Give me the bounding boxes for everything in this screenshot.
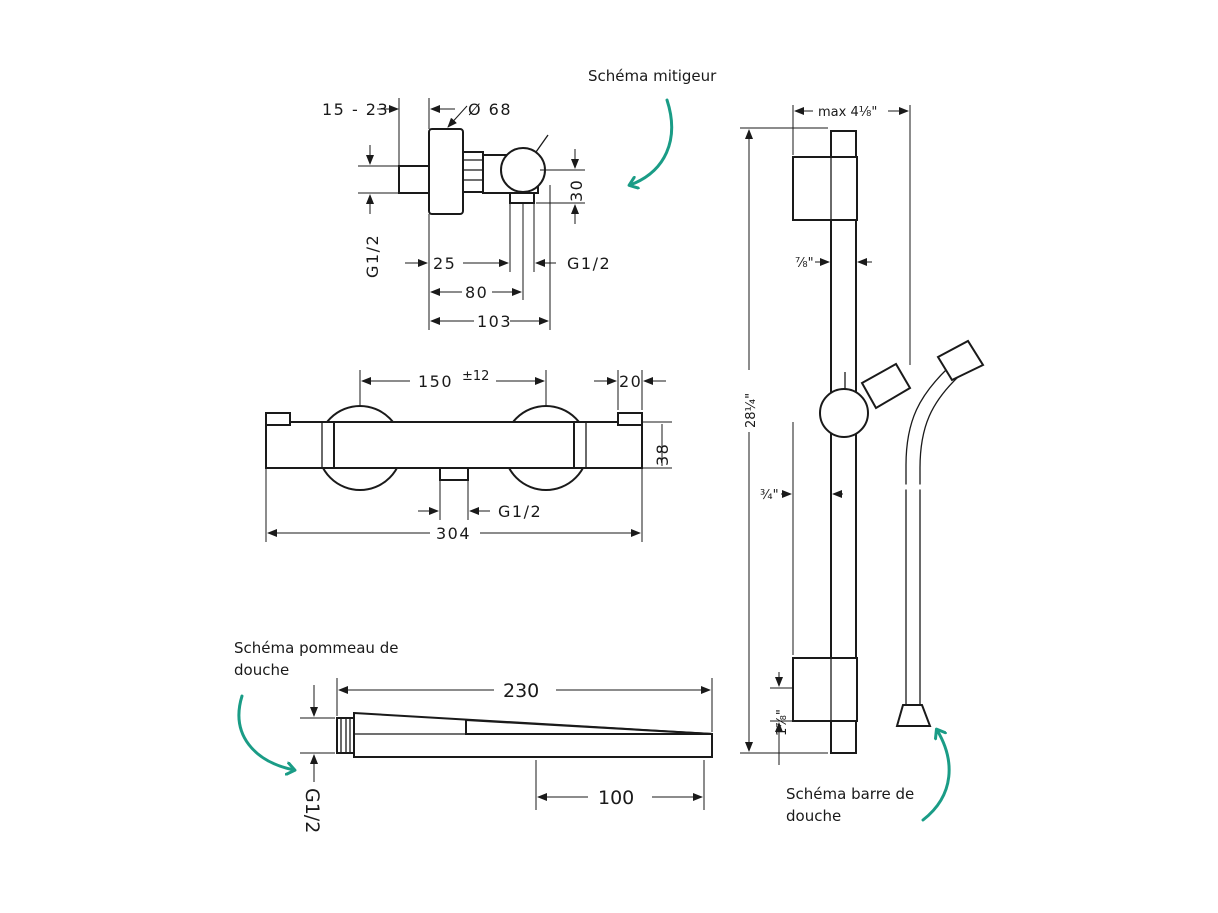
annotations: Schéma mitigeur Schéma pommeau de douche…	[234, 67, 951, 825]
mixer-front-view: 150 ±12 20 38 G1/2 304	[265, 369, 672, 543]
dim-g12-head: G1/2	[301, 788, 323, 833]
dim-3-4: ¾"	[760, 488, 779, 503]
dim-max-4-1-8: max 4⅛"	[818, 105, 877, 120]
caption-bar-2: douche	[786, 807, 841, 825]
dim-150: 150	[418, 372, 453, 391]
shower-head-view: 230 100 G1/2	[300, 678, 713, 833]
dim-80: 80	[465, 283, 488, 302]
dim-100: 100	[598, 787, 634, 809]
dim-g12-right: G1/2	[567, 254, 611, 273]
dim-230: 230	[503, 680, 539, 702]
dim-g12-left: G1/2	[363, 234, 382, 278]
dim-150-tolerance: ±12	[462, 369, 489, 384]
teal-arrow-bar	[921, 730, 951, 822]
teal-arrow-mixer	[630, 98, 674, 185]
dim-30: 30	[567, 179, 586, 202]
dim-103: 103	[477, 312, 512, 331]
dim-20: 20	[619, 372, 642, 391]
caption-shower-head-1: Schéma pommeau de	[234, 639, 398, 657]
caption-mixer: Schéma mitigeur	[588, 67, 717, 85]
dim-1-7-8: 1⅞"	[775, 709, 790, 736]
dim-diameter-68: Ø 68	[468, 100, 512, 119]
dim-28-1-4: 28¼"	[744, 393, 759, 428]
caption-bar-1: Schéma barre de	[786, 785, 914, 803]
mixer-side-view: 15 - 23 Ø 68 G1/2 30 25 G1/2 80	[322, 98, 611, 331]
dim-g12-front: G1/2	[498, 502, 542, 521]
dim-7-8: ⅞"	[795, 256, 814, 271]
teal-arrow-shower-head	[237, 694, 294, 770]
dim-38: 38	[653, 443, 672, 466]
dim-15-23: 15 - 23	[322, 100, 389, 119]
dim-304: 304	[436, 524, 471, 543]
caption-shower-head-2: douche	[234, 661, 289, 679]
shower-bar-view: max 4⅛" ⅞" 28¼" ¾" 1⅞"	[740, 105, 985, 765]
dim-25: 25	[433, 254, 456, 273]
